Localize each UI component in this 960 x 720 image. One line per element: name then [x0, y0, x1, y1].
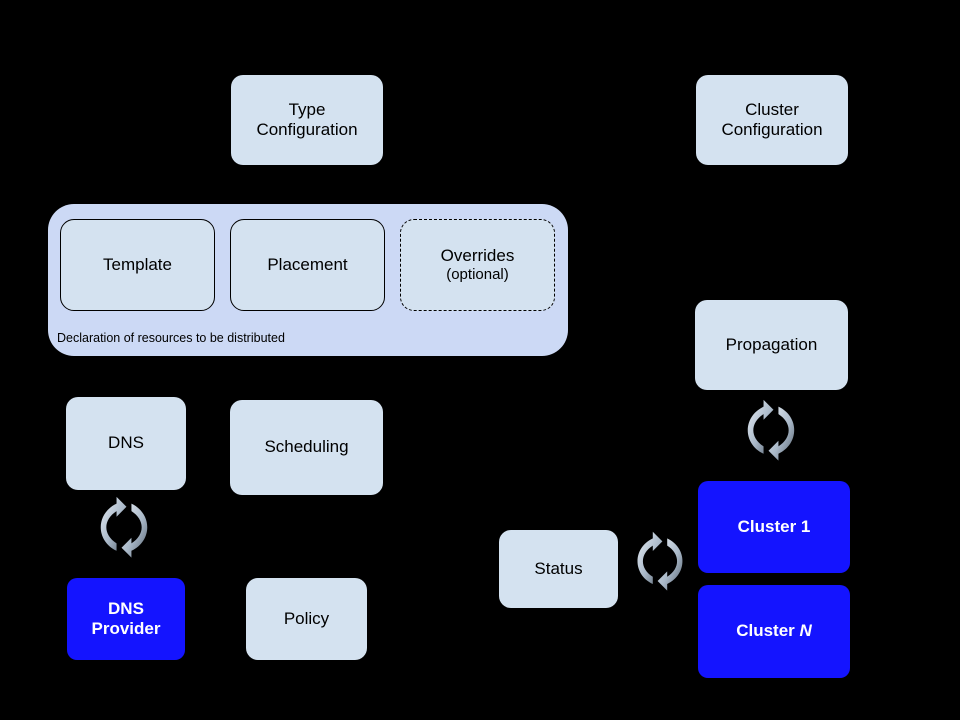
- node-template[interactable]: Template: [60, 219, 215, 311]
- node-cluster-n-label: Cluster N: [736, 621, 812, 641]
- node-dns-provider[interactable]: DNS Provider: [67, 578, 185, 660]
- node-cluster-configuration-label: Cluster Configuration: [721, 99, 823, 139]
- node-propagation-label: Propagation: [725, 334, 818, 354]
- node-placement[interactable]: Placement: [230, 219, 385, 311]
- node-placement-label: Placement: [267, 254, 348, 274]
- node-overrides-label: Overrides (optional): [440, 246, 515, 284]
- node-dns-label: DNS: [108, 433, 144, 453]
- node-cluster-n[interactable]: Cluster N: [698, 585, 850, 678]
- node-cluster-1[interactable]: Cluster 1: [698, 481, 850, 573]
- node-dns-provider-label: DNS Provider: [91, 598, 161, 638]
- node-scheduling-label: Scheduling: [264, 437, 349, 457]
- sync-arrows-icon-propagation: [747, 399, 795, 461]
- node-policy-label: Policy: [283, 608, 330, 628]
- group-caption: Declaration of resources to be distribut…: [57, 331, 285, 345]
- node-overrides[interactable]: Overrides (optional): [400, 219, 555, 311]
- node-cluster-configuration[interactable]: Cluster Configuration: [696, 75, 848, 165]
- node-template-label: Template: [103, 254, 172, 274]
- node-type-configuration-label: Type Configuration: [256, 99, 358, 139]
- sync-arrows-icon-status: [637, 531, 683, 591]
- node-dns[interactable]: DNS: [66, 397, 186, 490]
- node-status-label: Status: [534, 558, 583, 578]
- sync-arrows-icon-dns: [100, 496, 148, 558]
- node-cluster-1-label: Cluster 1: [737, 516, 811, 536]
- node-propagation[interactable]: Propagation: [695, 300, 848, 390]
- node-policy[interactable]: Policy: [246, 578, 367, 660]
- node-status[interactable]: Status: [499, 530, 618, 608]
- node-scheduling[interactable]: Scheduling: [230, 400, 383, 495]
- node-type-configuration[interactable]: Type Configuration: [231, 75, 383, 165]
